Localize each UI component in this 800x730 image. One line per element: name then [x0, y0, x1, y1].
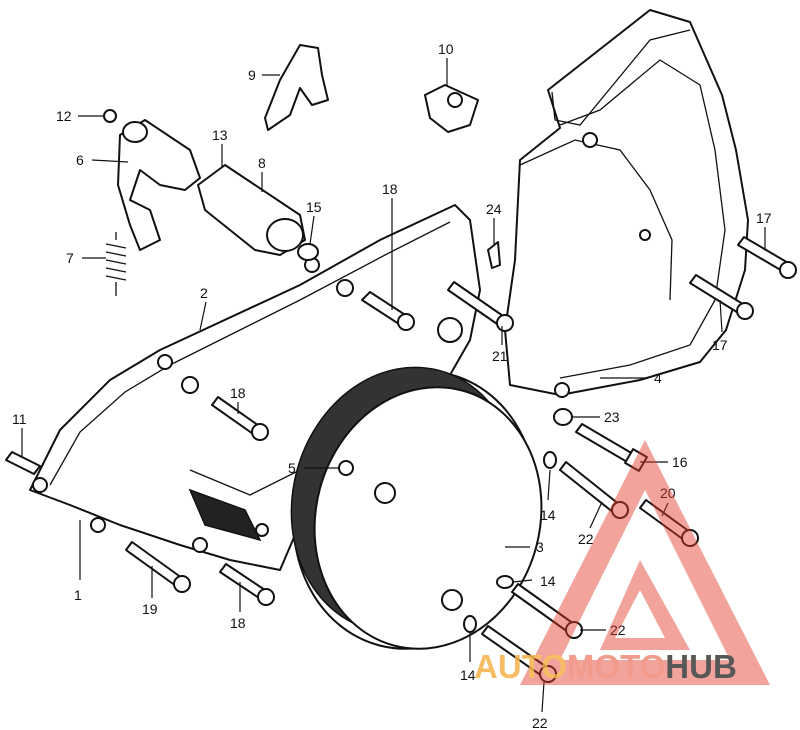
callout-11: 11 — [12, 411, 27, 427]
callout-4: 4 — [654, 370, 662, 386]
callout-3: 3 — [536, 539, 544, 555]
callout-19: 19 — [142, 601, 158, 617]
watermark-triangle-icon — [520, 440, 770, 685]
callout-5: 5 — [288, 460, 296, 476]
callout-18-top: 18 — [382, 181, 398, 197]
bolt-part-22-middle — [511, 583, 583, 639]
callout-18-bottom: 18 — [230, 615, 246, 631]
washer-part-23 — [553, 408, 573, 426]
bolt-part-18-bottom — [219, 563, 275, 606]
watermark-inner-triangle-icon — [600, 560, 690, 650]
bolt-part-22-upper — [559, 461, 629, 519]
callout-23: 23 — [604, 409, 620, 425]
sprocket-cover-part-4 — [504, 9, 749, 398]
callout-8: 8 — [258, 155, 266, 171]
spring-part-7 — [105, 232, 127, 296]
pin-part-11 — [5, 451, 41, 475]
washer-part-14-b — [496, 575, 514, 589]
callout-22-upper: 22 — [578, 531, 594, 547]
callout-7: 7 — [66, 250, 74, 266]
o-ring-part-15 — [297, 243, 319, 261]
callout-2: 2 — [200, 285, 208, 301]
clip-nut-part-10 — [424, 84, 479, 133]
watermark-auto: AUTO — [474, 648, 567, 685]
bolt-part-19 — [125, 541, 191, 593]
callout-17-top: 17 — [756, 210, 772, 226]
pin-part-24 — [487, 241, 501, 269]
watermark-moto: MOTO — [567, 648, 665, 685]
bolt-part-16 — [575, 423, 648, 472]
ball-part-12 — [103, 109, 117, 123]
callout-15: 15 — [306, 199, 322, 215]
watermark-logo: AUTOMOTOHUB — [474, 440, 770, 685]
callout-21: 21 — [492, 348, 508, 364]
callout-22-middle: 22 — [610, 622, 626, 638]
callout-12: 12 — [56, 108, 72, 124]
bolt-part-18-middle — [211, 396, 269, 441]
bolt-part-22-lower — [481, 625, 557, 683]
bolt-part-18-top — [361, 291, 415, 331]
callout-9: 9 — [248, 67, 256, 83]
callout-labels: 1 2 3 4 5 6 7 8 9 10 11 12 13 14 14 14 1… — [12, 41, 772, 730]
callout-14-c: 14 — [460, 667, 476, 683]
cam-shaft-part-6 — [117, 119, 201, 251]
callout-17-middle: 17 — [712, 337, 728, 353]
bolt-part-17-middle — [689, 274, 754, 320]
callout-6: 6 — [76, 152, 84, 168]
washer-part-14-c — [463, 615, 477, 633]
callout-13: 13 — [212, 127, 228, 143]
shaft-part-8 — [197, 164, 306, 256]
bolt-part-17-top — [737, 236, 797, 279]
callout-22-lower: 22 — [532, 715, 548, 730]
callout-24: 24 — [486, 201, 502, 217]
watermark-hub: HUB — [665, 648, 737, 685]
washer-part-14-a — [543, 451, 557, 469]
callout-16: 16 — [672, 454, 688, 470]
leader-lines — [21, 58, 766, 713]
callout-10: 10 — [438, 41, 454, 57]
clutch-cover-part-3 — [290, 366, 543, 650]
callout-18-middle: 18 — [230, 385, 246, 401]
bolt-part-21 — [447, 281, 514, 332]
callout-1: 1 — [74, 587, 82, 603]
svg-text:AUTOMOTOHUB: AUTOMOTOHUB — [474, 648, 737, 685]
callout-14-b: 14 — [540, 573, 556, 589]
callout-14-a: 14 — [540, 507, 556, 523]
callout-20: 20 — [660, 485, 676, 501]
shift-fork-part-9 — [264, 44, 329, 131]
bolt-part-20 — [639, 499, 699, 547]
